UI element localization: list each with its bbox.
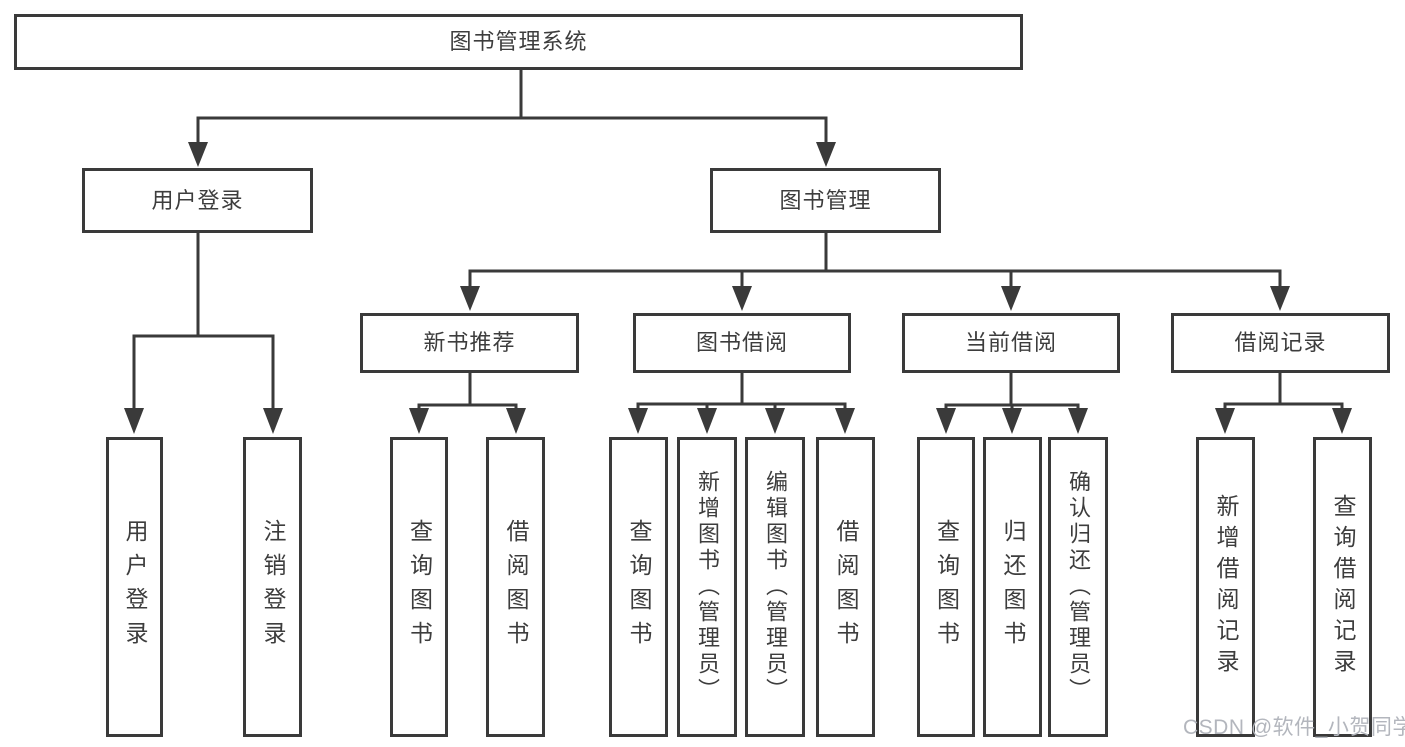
arrow-down-icon <box>409 408 429 434</box>
arrow-down-icon <box>1068 408 1088 434</box>
leaf-query-borrow-record-label: 查询借阅记录 <box>1330 494 1356 680</box>
leaf-query-books-current: 查询图书 <box>917 437 975 737</box>
node-book-borrow-label: 图书借阅 <box>695 330 788 355</box>
node-book-management-label: 图书管理 <box>779 187 872 213</box>
node-root-label: 图书管理系统 <box>449 29 588 54</box>
node-borrow-records-label: 借阅记录 <box>1234 330 1327 355</box>
arrow-down-icon <box>732 286 752 311</box>
arrow-down-icon <box>697 408 717 434</box>
arrowhead-group <box>124 142 1352 434</box>
arrow-down-icon <box>263 408 283 434</box>
leaf-add-borrow-record: 新增借阅记录 <box>1196 437 1255 737</box>
node-user-login: 用户登录 <box>82 168 313 233</box>
leaf-add-borrow-record-label: 新增借阅记录 <box>1213 494 1239 680</box>
arrow-down-icon <box>188 142 208 167</box>
arrow-down-icon <box>1215 408 1235 434</box>
arrow-down-icon <box>765 408 785 434</box>
node-new-book-recommend: 新书推荐 <box>360 313 579 373</box>
leaf-query-books-borrow-label: 查询图书 <box>626 519 652 655</box>
leaf-return-book-label: 归还图书 <box>1000 519 1026 655</box>
arrow-down-icon <box>460 286 480 311</box>
node-user-login-label: 用户登录 <box>151 187 244 213</box>
node-new-book-recommend-label: 新书推荐 <box>423 330 516 355</box>
arrow-down-icon <box>628 408 648 434</box>
leaf-borrow-books-recommend-label: 借阅图书 <box>503 519 529 655</box>
leaf-logout-label: 注销登录 <box>260 519 286 655</box>
node-root: 图书管理系统 <box>14 14 1023 70</box>
leaf-user-login: 用户登录 <box>106 437 163 737</box>
leaf-query-books-recommend-label: 查询图书 <box>406 519 433 655</box>
leaf-borrow-books-borrow-label: 借阅图书 <box>833 519 859 655</box>
leaf-confirm-return-admin: 确认归还（管理员） <box>1048 437 1108 737</box>
watermark: CSDN @软件_小贺同学 <box>1183 716 1405 739</box>
leaf-add-book-admin-label: 新增图书（管理员） <box>695 470 720 704</box>
leaf-user-login-label: 用户登录 <box>122 519 148 655</box>
node-book-borrow: 图书借阅 <box>633 313 851 373</box>
leaf-query-borrow-record: 查询借阅记录 <box>1313 437 1372 737</box>
arrow-down-icon <box>124 408 144 434</box>
arrow-down-icon <box>1332 408 1352 434</box>
leaf-confirm-return-admin-label: 确认归还（管理员） <box>1066 470 1091 704</box>
node-borrow-records: 借阅记录 <box>1171 313 1390 373</box>
arrow-down-icon <box>835 408 855 434</box>
node-book-management: 图书管理 <box>710 168 941 233</box>
leaf-edit-book-admin-label: 编辑图书（管理员） <box>763 470 788 704</box>
leaf-borrow-books-recommend: 借阅图书 <box>486 437 545 737</box>
arrow-down-icon <box>816 142 836 167</box>
arrow-down-icon <box>1001 286 1021 311</box>
arrow-down-icon <box>1002 408 1022 434</box>
leaf-borrow-books-borrow: 借阅图书 <box>816 437 875 737</box>
leaf-edit-book-admin: 编辑图书（管理员） <box>745 437 805 737</box>
node-current-borrow: 当前借阅 <box>902 313 1120 373</box>
leaf-query-books-recommend: 查询图书 <box>390 437 448 737</box>
arrow-down-icon <box>936 408 956 434</box>
arrow-down-icon <box>1270 286 1290 311</box>
leaf-logout: 注销登录 <box>243 437 302 737</box>
leaf-add-book-admin: 新增图书（管理员） <box>677 437 737 737</box>
leaf-query-books-current-label: 查询图书 <box>933 519 960 655</box>
arrow-down-icon <box>506 408 526 434</box>
leaf-return-book: 归还图书 <box>983 437 1042 737</box>
node-current-borrow-label: 当前借阅 <box>964 330 1057 355</box>
leaf-query-books-borrow: 查询图书 <box>609 437 668 737</box>
